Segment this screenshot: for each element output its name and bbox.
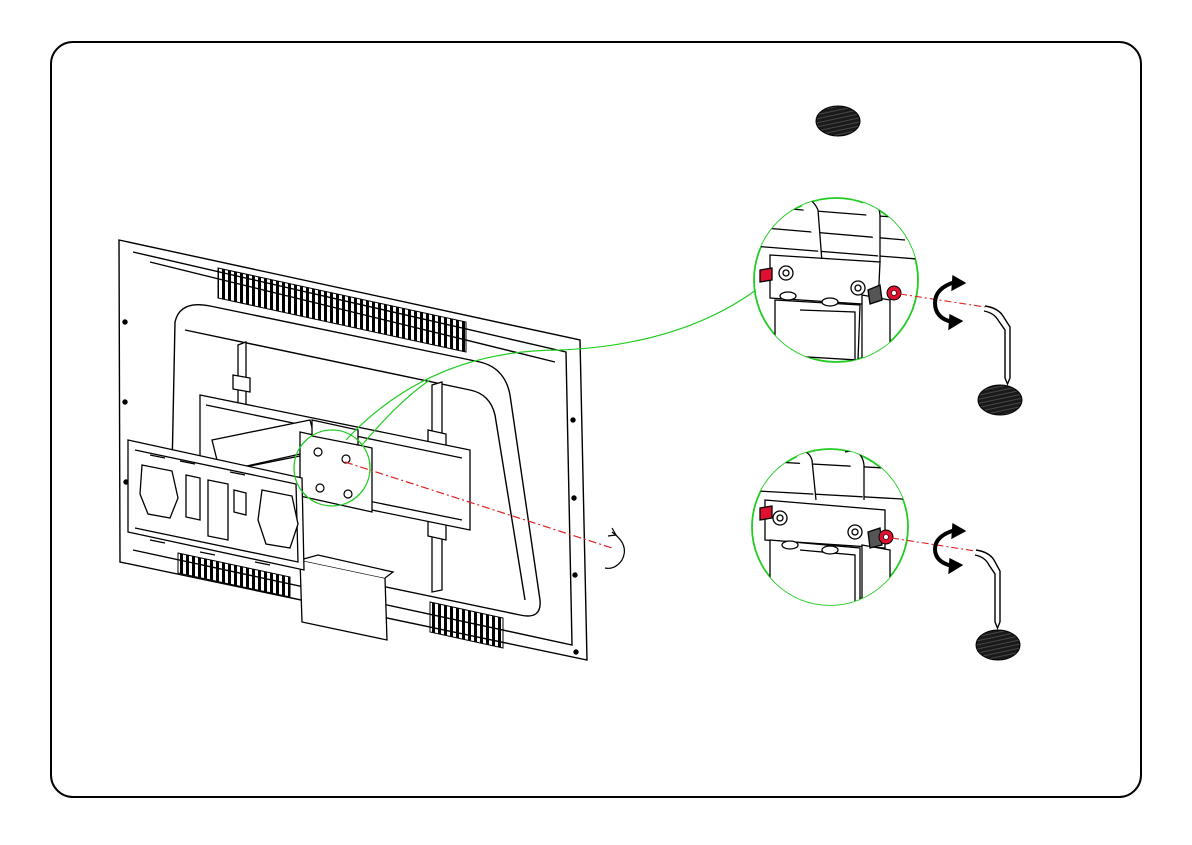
detail-top-key-badge [978, 385, 1022, 415]
detail-bottom-key-badge [976, 630, 1020, 660]
header-badge [816, 106, 860, 136]
